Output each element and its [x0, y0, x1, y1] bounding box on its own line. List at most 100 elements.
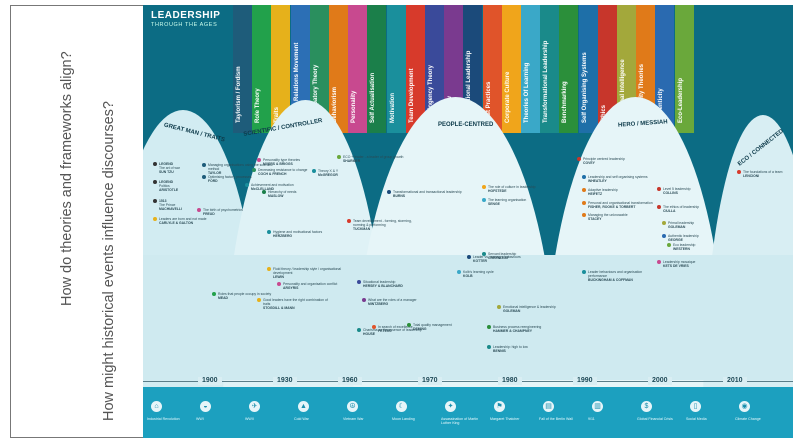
moon-icon: ☾	[396, 401, 407, 412]
decade-label: 1900	[198, 377, 222, 385]
event-dot-icon	[197, 208, 201, 212]
event-author: MEAD	[218, 296, 228, 301]
event-dot-icon	[497, 305, 501, 309]
event-dot-icon	[482, 198, 486, 202]
theme-column: Best Practices	[482, 5, 502, 133]
event-description: Optimising factory processes	[208, 175, 252, 179]
theme-column: Theories Of Learning	[521, 5, 540, 133]
theme-label: Transformational Leadership	[543, 40, 550, 123]
event-dot-icon	[487, 325, 491, 329]
decade-label: 2000	[648, 377, 672, 385]
event-description: The role of culture in leadership	[488, 185, 536, 189]
theme-column: Ethics	[597, 5, 617, 133]
event-author: MASLOW	[268, 194, 284, 199]
history-event-label: Social Media	[686, 417, 707, 421]
event-dot-icon	[577, 157, 581, 161]
event-author: FISHER, ROOKE & TORBERT	[588, 205, 636, 210]
theme-column: Taylorism / Fordism	[233, 5, 252, 133]
event-dot-icon	[487, 345, 491, 349]
event-dot-icon	[252, 168, 256, 172]
wall-icon: ▤	[543, 401, 554, 412]
event-description: The art of war	[159, 166, 180, 171]
event-dot-icon	[202, 163, 206, 167]
dove-icon: ✦	[445, 401, 456, 412]
theme-label: Eco-Leadership	[677, 77, 684, 123]
event-author: DEMING	[413, 327, 427, 332]
history-event-label: Climate Change	[735, 417, 761, 421]
event-author: MACHIAVELLI	[159, 207, 182, 212]
event-description: What are the roles of a manager	[368, 298, 417, 302]
event-author: PETERS	[378, 329, 392, 334]
question-theories-align: How do theories and frameworks align?	[59, 51, 75, 306]
theme-column: Benchmarking	[559, 5, 579, 133]
era-ground	[143, 255, 793, 380]
theme-label: Self Organising Systems	[581, 52, 588, 123]
plane-icon: ✈	[249, 401, 260, 412]
event-description: Business process reengineering	[493, 325, 542, 329]
event-dot-icon	[153, 199, 157, 203]
timeline-event: Good leaders have the right combination …	[257, 298, 333, 310]
history-event-label: Margaret Thatcher	[490, 417, 520, 421]
event-author: HOFSTEDE	[488, 189, 507, 194]
theme-column: Motivation	[386, 5, 406, 133]
event-author: HAMMER & CHAMPNEY	[493, 329, 532, 334]
event-dot-icon	[347, 219, 351, 223]
event-dot-icon	[657, 260, 661, 264]
history-event-label: Vietnam War	[343, 417, 364, 421]
event-description: Personal and organisational transformati…	[588, 201, 653, 205]
event-author: GREENLEAF	[488, 256, 509, 261]
history-event-label: Moon Landing	[392, 417, 415, 421]
event-description: Leadership: high to low	[493, 345, 528, 349]
event-author: BUCKINGHAM & COFFMAN	[588, 278, 633, 283]
event-description: Charisma as the essence of leadership	[363, 328, 422, 332]
event-dot-icon	[657, 187, 661, 191]
event-description: Servant leadership	[488, 252, 517, 256]
event-description: Transformational and transactional leade…	[393, 190, 462, 194]
title-main: LEADERSHIP	[151, 10, 221, 21]
history-event-label: Assassination of Martin Luther King	[441, 417, 479, 426]
event-author: SENGE	[488, 202, 500, 207]
event-dot-icon	[267, 230, 271, 234]
event-description: Decreasing resistance to change	[258, 168, 308, 172]
event-author: KOLB	[463, 274, 473, 279]
question-historical-events: How might historical events influence di…	[101, 101, 117, 421]
timeline-event: Personal and organisational transformati…	[582, 201, 658, 210]
infographic-title: LEADERSHIP THROUGH THE AGES	[151, 11, 220, 29]
event-author: HERSEY & BLANCHARD	[363, 284, 403, 289]
event-dot-icon	[153, 217, 157, 221]
event-description: Team development - forming, storming, no…	[353, 219, 412, 228]
event-dot-icon	[582, 213, 586, 217]
event-dot-icon	[582, 188, 586, 192]
event-title: LEGEND	[159, 162, 174, 166]
decade-label: 2010	[723, 377, 747, 385]
theme-label: Taylorism / Fordism	[236, 66, 242, 123]
event-author: TAYLOR	[208, 171, 222, 176]
event-description: Hierarchy of needs	[268, 190, 297, 194]
event-description: Personality type theories	[263, 158, 301, 162]
decade-label: 1960	[338, 377, 362, 385]
event-author: GOLEMAN	[503, 309, 521, 314]
event-author: WHEATLEY	[588, 179, 607, 184]
history-event-label: WWII	[245, 417, 254, 421]
theme-column: Eco-Leadership	[674, 5, 694, 133]
timeline-rule	[143, 381, 793, 382]
theme-label: Team Development	[408, 68, 415, 123]
tower-icon: ▥	[592, 401, 603, 412]
event-description: The learning organisation	[488, 198, 527, 202]
event-description: Managing organisations using the scienti…	[208, 163, 273, 172]
